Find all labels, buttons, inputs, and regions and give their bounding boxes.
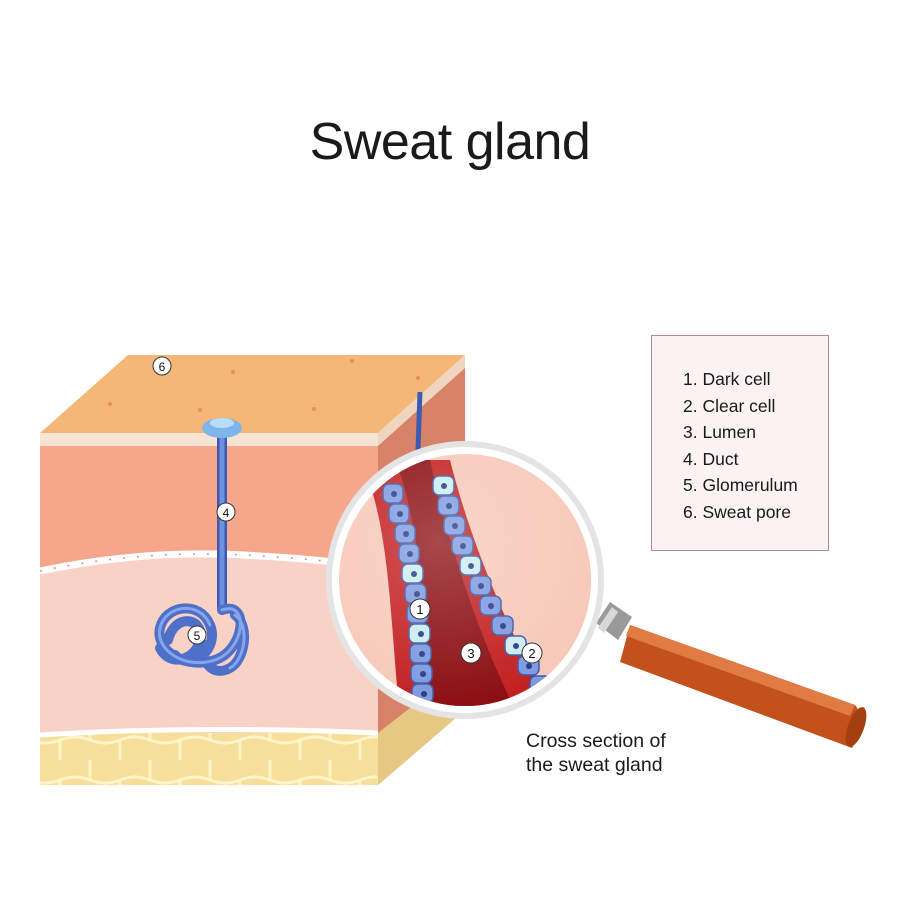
marker-duct: 4 [217,503,235,521]
legend-item-duct: 4. Duct [683,446,828,473]
legend-box: 1. Dark cell 2. Clear cell 3. Lumen 4. D… [651,335,829,551]
marker-sweat-pore-label: 6 [159,360,166,374]
marker-dark-cell-label: 1 [416,602,423,617]
fat-layer [40,733,378,785]
legend-item-lumen: 3. Lumen [683,419,828,446]
marker-glomerulum: 5 [188,626,206,644]
legend-item-clear-cell: 2. Clear cell [683,393,828,420]
marker-clear-cell: 2 [522,643,542,663]
marker-clear-cell-label: 2 [528,646,535,661]
legend-item-glomerulum: 5. Glomerulum [683,472,828,499]
caption-line-1: Cross section of [526,729,666,753]
legend-item-sweat-pore: 6. Sweat pore [683,499,828,526]
marker-lumen-label: 3 [467,646,474,661]
marker-duct-label: 4 [223,506,230,520]
caption-line-2: the sweat gland [526,753,666,777]
marker-lumen: 3 [461,643,481,663]
magnifier-handle [596,602,871,749]
cross-section-caption: Cross section of the sweat gland [526,729,666,777]
magnifier-lens [326,441,604,720]
legend-list: 1. Dark cell 2. Clear cell 3. Lumen 4. D… [652,336,828,525]
legend-item-dark-cell: 1. Dark cell [683,366,828,393]
marker-glomerulum-label: 5 [194,629,201,643]
marker-dark-cell: 1 [410,599,430,619]
marker-sweat-pore: 6 [153,357,171,375]
